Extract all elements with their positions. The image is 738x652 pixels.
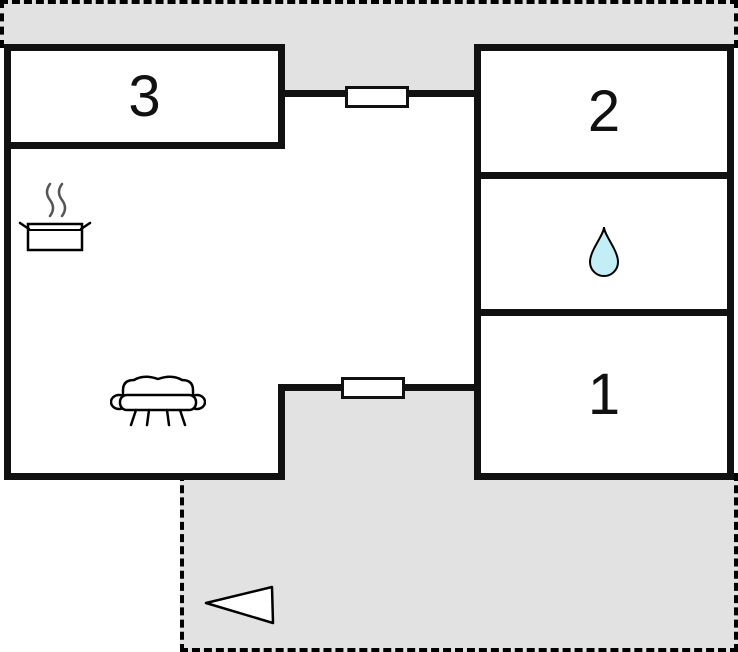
sofa-icon <box>110 375 206 427</box>
stove-steam-pot-icon <box>18 182 92 252</box>
room-3: 3 <box>4 44 285 149</box>
water-drop-icon <box>588 226 620 277</box>
room-2: 2 <box>474 44 734 179</box>
window-top <box>345 86 409 108</box>
window-bottom <box>341 377 405 399</box>
hallway <box>278 90 481 391</box>
direction-arrow-icon <box>204 585 275 625</box>
bathroom <box>474 172 734 316</box>
room-2-label: 2 <box>587 78 621 144</box>
room-1-label: 1 <box>587 361 621 427</box>
outside-area-top <box>0 0 738 48</box>
outside-area-recess <box>285 385 474 480</box>
room-1: 1 <box>474 309 734 480</box>
room-3-label: 3 <box>128 63 161 129</box>
